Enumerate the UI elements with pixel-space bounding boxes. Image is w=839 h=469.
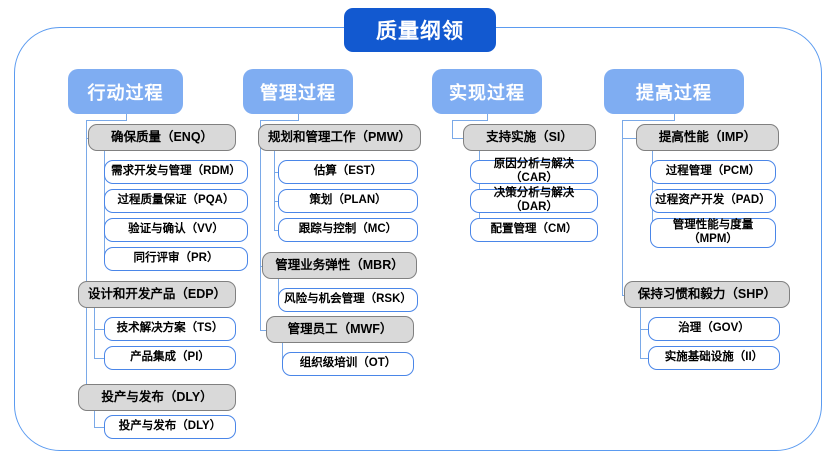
leaf-box-1-0-2[interactable]: 跟踪与控制（MC） bbox=[278, 218, 418, 242]
leaf-box-3-0-2[interactable]: 管理性能与度量（MPM） bbox=[650, 218, 776, 248]
connector-trunk-col-improve bbox=[622, 120, 624, 295]
connector-trunk-col-action bbox=[86, 120, 88, 398]
connector-group-3-0 bbox=[622, 137, 638, 139]
connector-header-stub-col-manage bbox=[298, 114, 300, 120]
leaf-box-1-0-1[interactable]: 策划（PLAN） bbox=[278, 189, 418, 213]
connector-leaf-1-0-1 bbox=[274, 201, 280, 203]
connector-header-elbow-col-implement bbox=[452, 120, 489, 122]
group-box-1-2[interactable]: 管理员工（MWF） bbox=[266, 316, 414, 343]
leaf-box-3-1-0[interactable]: 治理（GOV） bbox=[648, 317, 780, 341]
group-box-2-0[interactable]: 支持实施（SI） bbox=[463, 124, 596, 151]
connector-header-stub-col-implement bbox=[487, 114, 489, 120]
connector-trunk-col-implement bbox=[452, 120, 454, 138]
connector-subtrunk-1-1 bbox=[278, 279, 280, 300]
connector-leaf-1-0-2 bbox=[274, 230, 280, 232]
connector-leaf-3-1-1 bbox=[640, 358, 650, 360]
group-box-0-0[interactable]: 确保质量（ENQ） bbox=[88, 124, 236, 151]
group-box-0-1[interactable]: 设计和开发产品（EDP） bbox=[78, 281, 236, 308]
connector-subtrunk-3-1 bbox=[640, 308, 642, 358]
column-header-col-action[interactable]: 行动过程 bbox=[68, 69, 183, 114]
connector-group-0-0 bbox=[86, 137, 90, 139]
connector-leaf-0-2-0 bbox=[94, 427, 106, 429]
leaf-box-1-1-0[interactable]: 风险与机会管理（RSK） bbox=[278, 288, 418, 312]
group-box-0-2[interactable]: 投产与发布（DLY） bbox=[78, 384, 236, 411]
leaf-box-0-0-3[interactable]: 同行评审（PR） bbox=[104, 247, 248, 271]
connector-subtrunk-0-2 bbox=[94, 411, 96, 427]
connector-group-2-0 bbox=[452, 137, 465, 139]
connector-group-3-1 bbox=[622, 294, 626, 296]
leaf-box-2-0-0[interactable]: 原因分析与解决（CAR） bbox=[470, 158, 598, 184]
group-box-3-0[interactable]: 提高性能（IMP） bbox=[636, 124, 779, 151]
connector-leaf-0-1-1 bbox=[94, 358, 106, 360]
leaf-box-3-0-0[interactable]: 过程管理（PCM） bbox=[650, 160, 776, 184]
leaf-box-0-1-0[interactable]: 技术解决方案（TS） bbox=[104, 317, 236, 341]
connector-trunk-col-manage bbox=[260, 120, 262, 330]
connector-subtrunk-0-1 bbox=[94, 308, 96, 358]
column-header-col-manage[interactable]: 管理过程 bbox=[243, 69, 353, 114]
leaf-box-3-0-1[interactable]: 过程资产开发（PAD） bbox=[650, 189, 776, 213]
connector-header-stub-col-action bbox=[125, 114, 127, 120]
connector-group-1-2 bbox=[260, 329, 268, 331]
leaf-box-2-0-1[interactable]: 决策分析与解决（DAR） bbox=[470, 187, 598, 213]
leaf-box-2-0-2[interactable]: 配置管理（CM） bbox=[470, 218, 598, 242]
connector-header-elbow-col-improve bbox=[622, 120, 676, 122]
connector-subtrunk-1-0 bbox=[274, 151, 276, 230]
leaf-box-0-0-1[interactable]: 过程质量保证（PQA） bbox=[104, 189, 248, 213]
connector-group-1-1 bbox=[260, 265, 264, 267]
connector-header-elbow-col-manage bbox=[260, 120, 300, 122]
connector-header-stub-col-improve bbox=[674, 114, 676, 120]
column-header-col-implement[interactable]: 实现过程 bbox=[432, 69, 542, 114]
leaf-box-3-1-1[interactable]: 实施基础设施（II） bbox=[648, 346, 780, 370]
connector-leaf-3-1-0 bbox=[640, 329, 650, 331]
leaf-box-1-0-0[interactable]: 估算（EST） bbox=[278, 160, 418, 184]
leaf-box-0-1-1[interactable]: 产品集成（PI） bbox=[104, 346, 236, 370]
connector-leaf-0-1-0 bbox=[94, 329, 106, 331]
group-box-1-0[interactable]: 规划和管理工作（PMW） bbox=[258, 124, 421, 151]
group-box-1-1[interactable]: 管理业务弹性（MBR） bbox=[262, 252, 417, 279]
leaf-box-1-2-0[interactable]: 组织级培训（OT） bbox=[282, 352, 414, 376]
column-header-col-improve[interactable]: 提高过程 bbox=[604, 69, 744, 114]
leaf-box-0-0-0[interactable]: 需求开发与管理（RDM） bbox=[104, 160, 248, 184]
leaf-box-0-2-0[interactable]: 投产与发布（DLY） bbox=[104, 415, 236, 439]
leaf-box-0-0-2[interactable]: 验证与确认（VV） bbox=[104, 218, 248, 242]
connector-header-elbow-col-action bbox=[86, 120, 127, 122]
root-title-box[interactable]: 质量纲领 bbox=[344, 8, 496, 52]
connector-subtrunk-1-2 bbox=[282, 343, 284, 364]
group-box-3-1[interactable]: 保持习惯和毅力（SHP） bbox=[624, 281, 790, 308]
connector-leaf-1-0-0 bbox=[274, 172, 280, 174]
